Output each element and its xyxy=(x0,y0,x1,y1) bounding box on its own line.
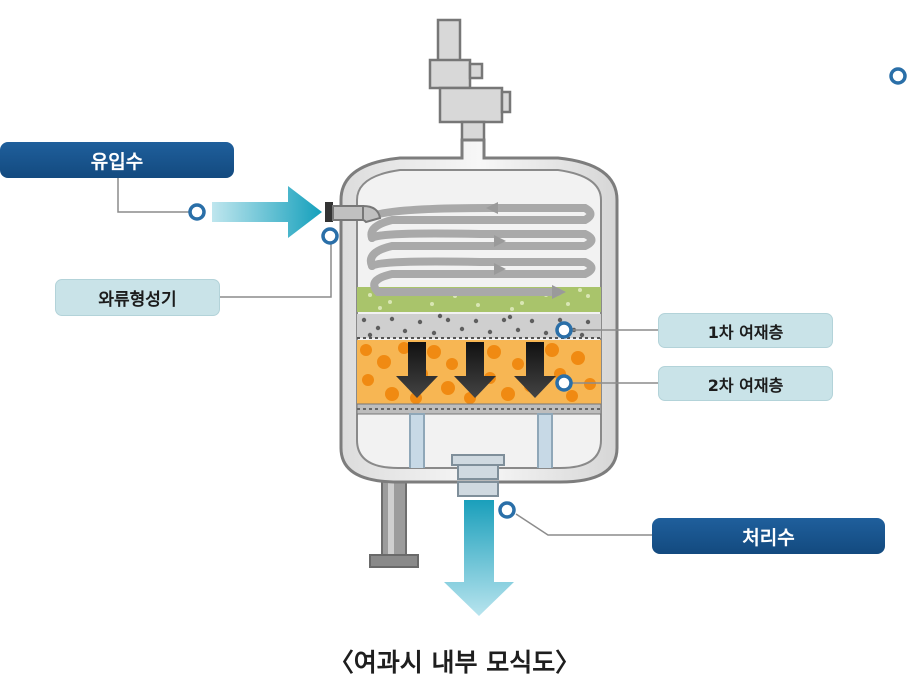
inlet-nozzle xyxy=(325,202,382,224)
marker-decorative xyxy=(889,67,907,85)
diagram-caption: 〈여과시 내부 모식도〉 xyxy=(328,648,581,677)
label-vortex-generator: 와류형성기 xyxy=(55,279,220,316)
outflow-arrow xyxy=(444,500,514,616)
label-secondary-filter-layer: 2차 여재층 xyxy=(658,366,833,401)
label-inflow: 유입수 xyxy=(0,142,234,178)
vortex-arrowheads xyxy=(486,202,566,299)
inflow-arrow xyxy=(212,186,322,238)
marker-inflow xyxy=(188,203,206,221)
marker-vortex xyxy=(321,227,339,245)
support-columns xyxy=(409,413,553,468)
motor-unit xyxy=(428,18,512,160)
vortex-flow xyxy=(364,204,596,296)
marker-layer2 xyxy=(555,374,573,392)
media-layer-1-texture xyxy=(361,313,591,338)
marker-points xyxy=(188,67,907,519)
marker-treated xyxy=(498,501,516,519)
marker-layer1 xyxy=(555,321,573,339)
leader-lines xyxy=(117,178,658,536)
label-primary-filter-layer: 1차 여재층 xyxy=(658,313,833,348)
label-treated-water: 처리수 xyxy=(652,518,885,554)
outlet-fitting xyxy=(451,454,505,497)
downflow-arrows xyxy=(396,342,556,398)
